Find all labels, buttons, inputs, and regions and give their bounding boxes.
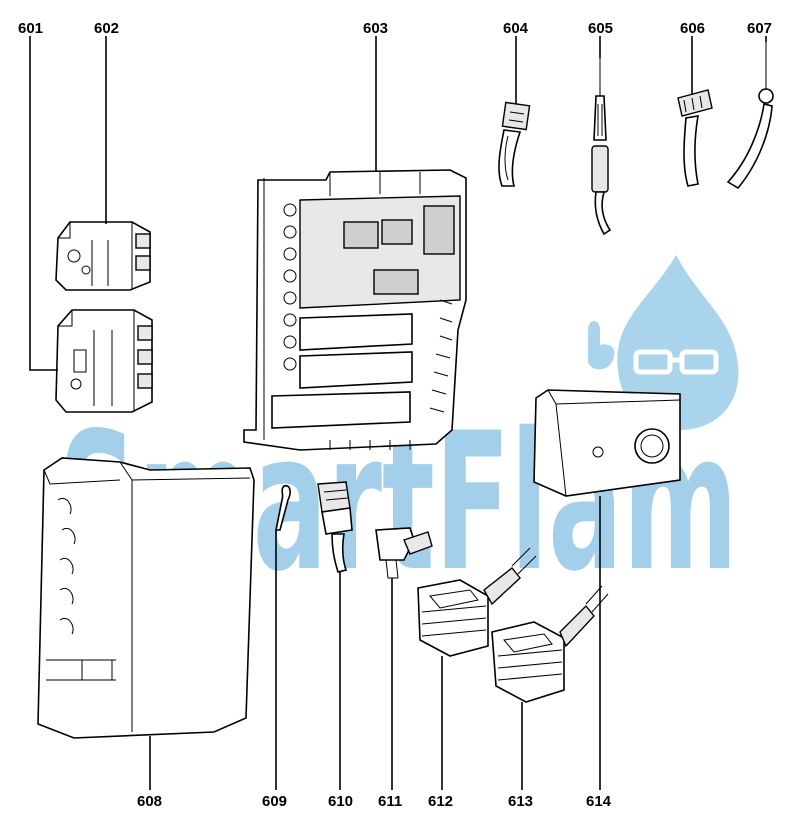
label-605: 605 xyxy=(588,20,613,37)
part-610-plug xyxy=(317,481,353,573)
label-602: 602 xyxy=(94,20,119,37)
label-603: 603 xyxy=(363,20,388,37)
label-606: 606 xyxy=(680,20,705,37)
leader-lines xyxy=(29,36,767,790)
part-603-control-board xyxy=(243,169,467,451)
part-606-connector xyxy=(677,89,713,187)
part-602-socket xyxy=(55,221,151,291)
label-613: 613 xyxy=(508,793,533,810)
part-labels: 601 602 603 604 605 606 607 608 609 610 … xyxy=(18,20,772,810)
part-604-connector xyxy=(498,101,531,187)
part-612-plug xyxy=(417,547,537,657)
part-607-ground-wire xyxy=(726,42,774,190)
label-611: 611 xyxy=(378,793,402,810)
label-608: 608 xyxy=(137,793,162,810)
label-604: 604 xyxy=(503,20,529,37)
label-609: 609 xyxy=(262,793,287,810)
label-612: 612 xyxy=(428,793,453,810)
part-608-cover xyxy=(37,457,255,739)
part-613-plug xyxy=(491,585,609,703)
part-605-probe xyxy=(591,58,612,236)
label-601: 601 xyxy=(18,20,43,37)
label-607: 607 xyxy=(747,20,772,37)
label-610: 610 xyxy=(328,793,353,810)
part-609-clip xyxy=(275,484,291,531)
label-614: 614 xyxy=(586,793,612,810)
part-601-socket xyxy=(55,309,153,413)
part-611-angle-plug xyxy=(375,527,433,579)
part-614-display-module xyxy=(533,389,681,497)
